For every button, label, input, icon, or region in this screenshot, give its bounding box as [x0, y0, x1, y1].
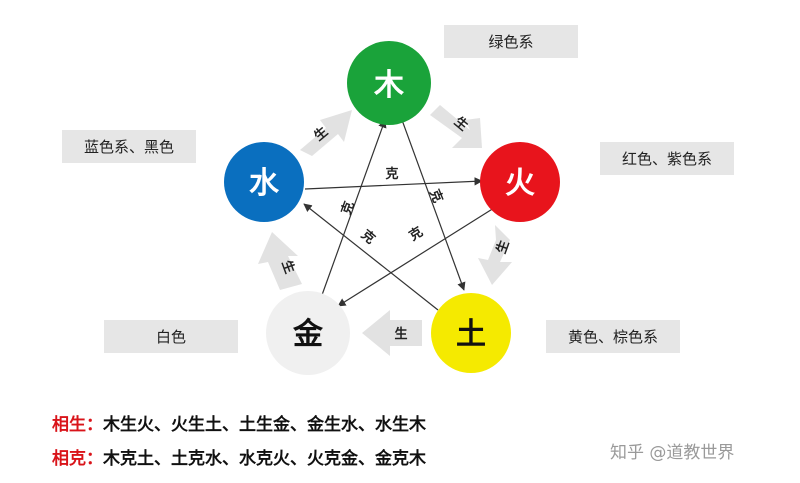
- generate-label-fire-earth: 生: [493, 238, 512, 256]
- node-metal-circle: [266, 291, 350, 375]
- node-earth: 土: [431, 293, 511, 373]
- node-water-char: 水: [249, 166, 280, 201]
- node-metal: 金: [266, 291, 350, 375]
- legend-generate-key: 相生：: [52, 415, 103, 435]
- overcome-label-3: 克: [338, 199, 357, 217]
- color-label-earth: 黄色、棕色系: [546, 320, 680, 353]
- generate-arrow-metal-water: 生: [258, 232, 302, 290]
- overcome-label-2: 克: [426, 187, 446, 205]
- generate-label-earth-metal: 生: [394, 326, 407, 342]
- node-fire-circle: [480, 142, 560, 222]
- generate-arrow-water-wood: 生: [300, 110, 352, 156]
- node-wood: 木: [347, 41, 431, 125]
- legend-overcome-key: 相克：: [52, 449, 103, 469]
- watermark: 知乎 @道教世界: [610, 443, 735, 463]
- node-fire: 火: [480, 142, 560, 222]
- node-metal-char: 金: [292, 317, 324, 352]
- color-label-fire: 红色、紫色系: [600, 142, 734, 175]
- legend-overcome-text: 木克土、土克水、水克火、火克金、金克木: [103, 449, 426, 469]
- node-wood-circle: [347, 41, 431, 125]
- overcome-label-5: 克: [406, 224, 426, 244]
- overcome-line-metal-wood: [321, 119, 387, 296]
- overcome-label-1: 克: [385, 166, 398, 182]
- node-water-circle: [224, 142, 304, 222]
- node-water: 水: [224, 142, 304, 222]
- legend-generate-text: 木生火、火生土、土生金、金生水、水生木: [103, 415, 426, 435]
- node-earth-circle: [431, 293, 511, 373]
- generate-arrow-fire-earth: 生: [478, 225, 513, 285]
- overcome-line-fire-metal: [337, 207, 495, 307]
- node-wood-char: 木: [373, 68, 404, 103]
- overcome-line-water-fire: [304, 177, 483, 190]
- legend-generate: 相生：木生火、火生土、土生金、金生水、水生木: [52, 410, 426, 435]
- color-label-wood: 绿色系: [444, 25, 578, 58]
- overcome-line-wood-earth: [401, 119, 466, 291]
- generate-arrow-earth-metal: 生: [362, 310, 422, 356]
- generate-arrow-wood-fire: 生: [430, 105, 482, 148]
- color-label-metal: 白色: [104, 320, 238, 353]
- overcome-line-earth-water: [303, 203, 439, 311]
- node-earth-char: 土: [456, 317, 486, 352]
- color-label-water: 蓝色系、黑色: [62, 130, 196, 163]
- overcome-label-4: 克: [358, 227, 378, 248]
- legend-overcome: 相克：木克土、土克水、水克火、火克金、金克木: [52, 444, 426, 469]
- node-fire-char: 火: [505, 166, 535, 201]
- generate-label-metal-water: 生: [278, 258, 297, 276]
